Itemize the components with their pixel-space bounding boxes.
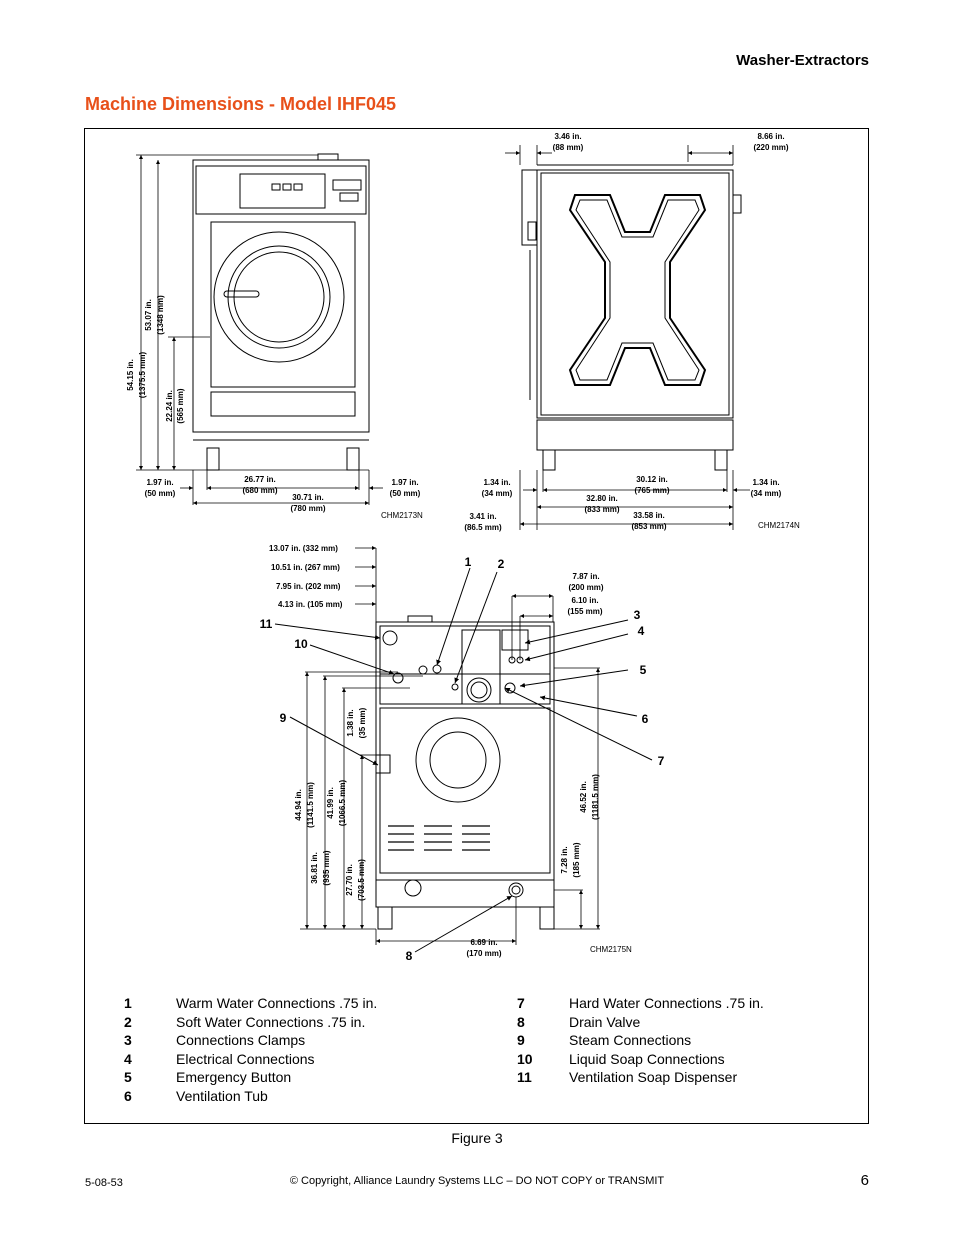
dim-1-97b: 1.97 in. (391, 478, 418, 487)
dim-1375mm: (1375.5 mm) (138, 352, 147, 399)
front-view-drawing (192, 153, 370, 471)
dim-170mm: (170 mm) (466, 949, 501, 958)
dim-53-07: 53.07 in. (144, 299, 153, 331)
dim-1141mm: (1141.5 mm) (306, 782, 315, 828)
dim-30-12: 30.12 in. (636, 475, 668, 484)
dim-30-71: 30.71 in. (292, 493, 324, 502)
side-view-dimension-lines (505, 145, 750, 530)
dim-10-51: 10.51 in. (267 mm) (271, 563, 340, 572)
dim-34mm-b: (34 mm) (751, 489, 782, 498)
dim-6-69: 6.69 in. (470, 938, 497, 947)
page-title: Machine Dimensions - Model IHF045 (85, 94, 397, 114)
dim-765mm: (765 mm) (634, 486, 669, 495)
dim-220mm: (220 mm) (753, 143, 788, 152)
section-header: Washer-Extractors (736, 52, 869, 69)
rear-view-labels: 13.07 in. (332 mm) 10.51 in. (267 mm) 7.… (260, 544, 665, 963)
dim-1-38: 1.38 in. (346, 709, 355, 736)
callout-9: 9 (280, 711, 287, 725)
rear-view-dimension-lines (300, 546, 600, 945)
dim-33-58: 33.58 in. (633, 511, 665, 520)
dim-22-24: 22.24 in. (165, 390, 174, 422)
copyright-notice: © Copyright, Alliance Laundry Systems LL… (289, 1175, 665, 1187)
dim-13-07: 13.07 in. (332 mm) (269, 544, 338, 553)
dim-32-80: 32.80 in. (586, 494, 618, 503)
dim-853mm: (853 mm) (631, 522, 666, 531)
callout-5: 5 (640, 663, 647, 677)
callout-3: 3 (634, 608, 641, 622)
figure-caption: Figure 3 (451, 1130, 503, 1146)
dim-703mm: (703.5 mm) (357, 859, 366, 901)
front-view-labels: 53.07 in. (1348 mm) 54.15 in. (1375.5 mm… (126, 295, 423, 520)
callout-4: 4 (638, 624, 645, 638)
callout-11: 11 (260, 617, 273, 631)
dim-565mm: (565 mm) (176, 388, 185, 423)
dim-6-10: 6.10 in. (571, 596, 598, 605)
dim-200mm: (200 mm) (568, 583, 603, 592)
dim-7-95: 7.95 in. (202 mm) (276, 582, 341, 591)
dim-26-77: 26.77 in. (244, 475, 276, 484)
dim-1-34a: 1.34 in. (483, 478, 510, 487)
dim-3-46: 3.46 in. (554, 132, 581, 141)
dim-935mm: (935 mm) (322, 850, 331, 885)
dim-50mm-b: (50 mm) (390, 489, 421, 498)
callout-7: 7 (658, 754, 665, 768)
callout-8: 8 (406, 949, 413, 963)
drawing-code-front: CHM2173N (381, 511, 423, 520)
dim-4-13: 4.13 in. (105 mm) (278, 600, 343, 609)
dim-36-81: 36.81 in. (310, 852, 319, 884)
dim-8-66: 8.66 in. (757, 132, 784, 141)
dim-780mm: (780 mm) (290, 504, 325, 513)
drawing-code-rear: CHM2175N (590, 945, 632, 954)
callout-1: 1 (465, 555, 472, 569)
dim-88mm: (88 mm) (553, 143, 584, 152)
dim-86-5mm: (86.5 mm) (464, 523, 502, 532)
dim-27-70: 27.70 in. (345, 864, 354, 896)
dim-1181mm: (1181.5 mm) (591, 774, 600, 820)
dim-44-94: 44.94 in. (294, 789, 303, 821)
dim-1348mm: (1348 mm) (156, 295, 165, 335)
dim-1066mm: (1066.5 mm) (338, 780, 347, 827)
figure-frame (84, 128, 869, 1124)
callout-10: 10 (294, 637, 308, 651)
dim-680mm: (680 mm) (242, 486, 277, 495)
rear-view-callout-leaders (274, 567, 653, 953)
side-view-drawing (521, 164, 742, 471)
doc-number: 5-08-53 (85, 1177, 123, 1189)
rear-view-drawing (375, 615, 555, 930)
dim-3-41: 3.41 in. (469, 512, 496, 521)
dim-50mm-a: (50 mm) (145, 489, 176, 498)
dim-46-52: 46.52 in. (579, 781, 588, 813)
side-view-labels: 3.46 in. (88 mm) 8.66 in. (220 mm) 1.34 … (464, 132, 800, 532)
dim-54-15: 54.15 in. (126, 359, 135, 391)
dim-41-99: 41.99 in. (326, 787, 335, 819)
dim-7-28: 7.28 in. (560, 846, 569, 873)
dim-1-34b: 1.34 in. (752, 478, 779, 487)
callout-6: 6 (642, 712, 649, 726)
dim-185mm: (185 mm) (572, 842, 581, 877)
dim-1-97a: 1.97 in. (146, 478, 173, 487)
dim-7-87: 7.87 in. (572, 572, 599, 581)
front-view-dimension-lines (136, 154, 383, 505)
drawing-code-side: CHM2174N (758, 521, 800, 530)
dim-35mm: (35 mm) (358, 707, 367, 738)
callout-2: 2 (498, 557, 505, 571)
dim-833mm: (833 mm) (584, 505, 619, 514)
page-number: 6 (860, 1172, 869, 1189)
dim-155mm: (155 mm) (567, 607, 602, 616)
dim-34mm-a: (34 mm) (482, 489, 513, 498)
